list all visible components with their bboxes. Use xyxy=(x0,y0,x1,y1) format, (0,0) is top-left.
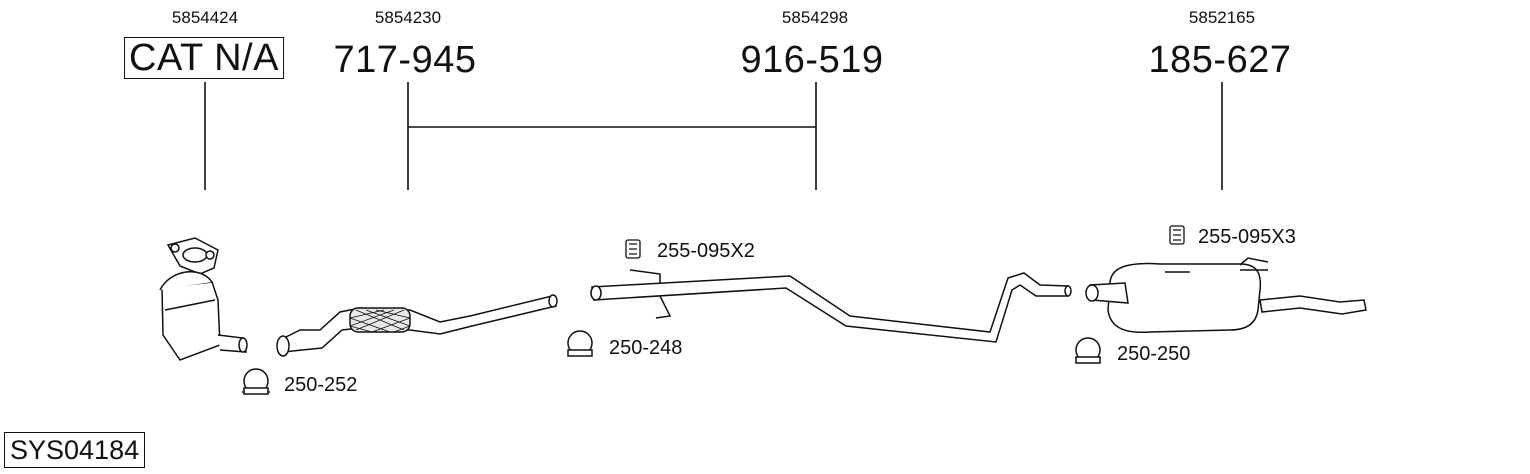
part-number-front-pipe[interactable]: 717-945 xyxy=(333,39,477,81)
part-number-catalyst[interactable]: CAT N/A xyxy=(124,37,284,79)
front-pipe-icon xyxy=(276,294,558,357)
system-code-box: SYS04184 xyxy=(4,432,146,468)
rubber-hanger-icon xyxy=(1169,225,1185,245)
clamp-icon xyxy=(242,368,270,395)
hanger-label-1[interactable]: 255-095X2 xyxy=(657,240,755,262)
clamp-label-1[interactable]: 250-252 xyxy=(284,374,358,396)
clamp-label-3[interactable]: 250-250 xyxy=(1117,343,1191,365)
rubber-hanger-icon xyxy=(625,239,641,259)
clamp-icon xyxy=(567,330,593,357)
hanger-label-2[interactable]: 255-095X3 xyxy=(1198,226,1296,248)
part-number-rear-silencer[interactable]: 185-627 xyxy=(1148,39,1292,81)
clamp-icon xyxy=(1075,337,1101,364)
clamp-label-2[interactable]: 250-248 xyxy=(609,337,683,359)
part-number-middle-pipe[interactable]: 916-519 xyxy=(740,39,884,81)
oem-number-front-pipe: 5854230 xyxy=(374,8,442,27)
oem-number-middle-pipe: 5854298 xyxy=(781,8,849,27)
catalyst-icon xyxy=(159,237,248,361)
oem-number-catalyst: 5854424 xyxy=(171,8,239,27)
middle-pipe-icon xyxy=(590,269,1072,343)
oem-number-rear-silencer: 5852165 xyxy=(1188,8,1256,27)
rear-silencer-icon xyxy=(1085,257,1367,334)
